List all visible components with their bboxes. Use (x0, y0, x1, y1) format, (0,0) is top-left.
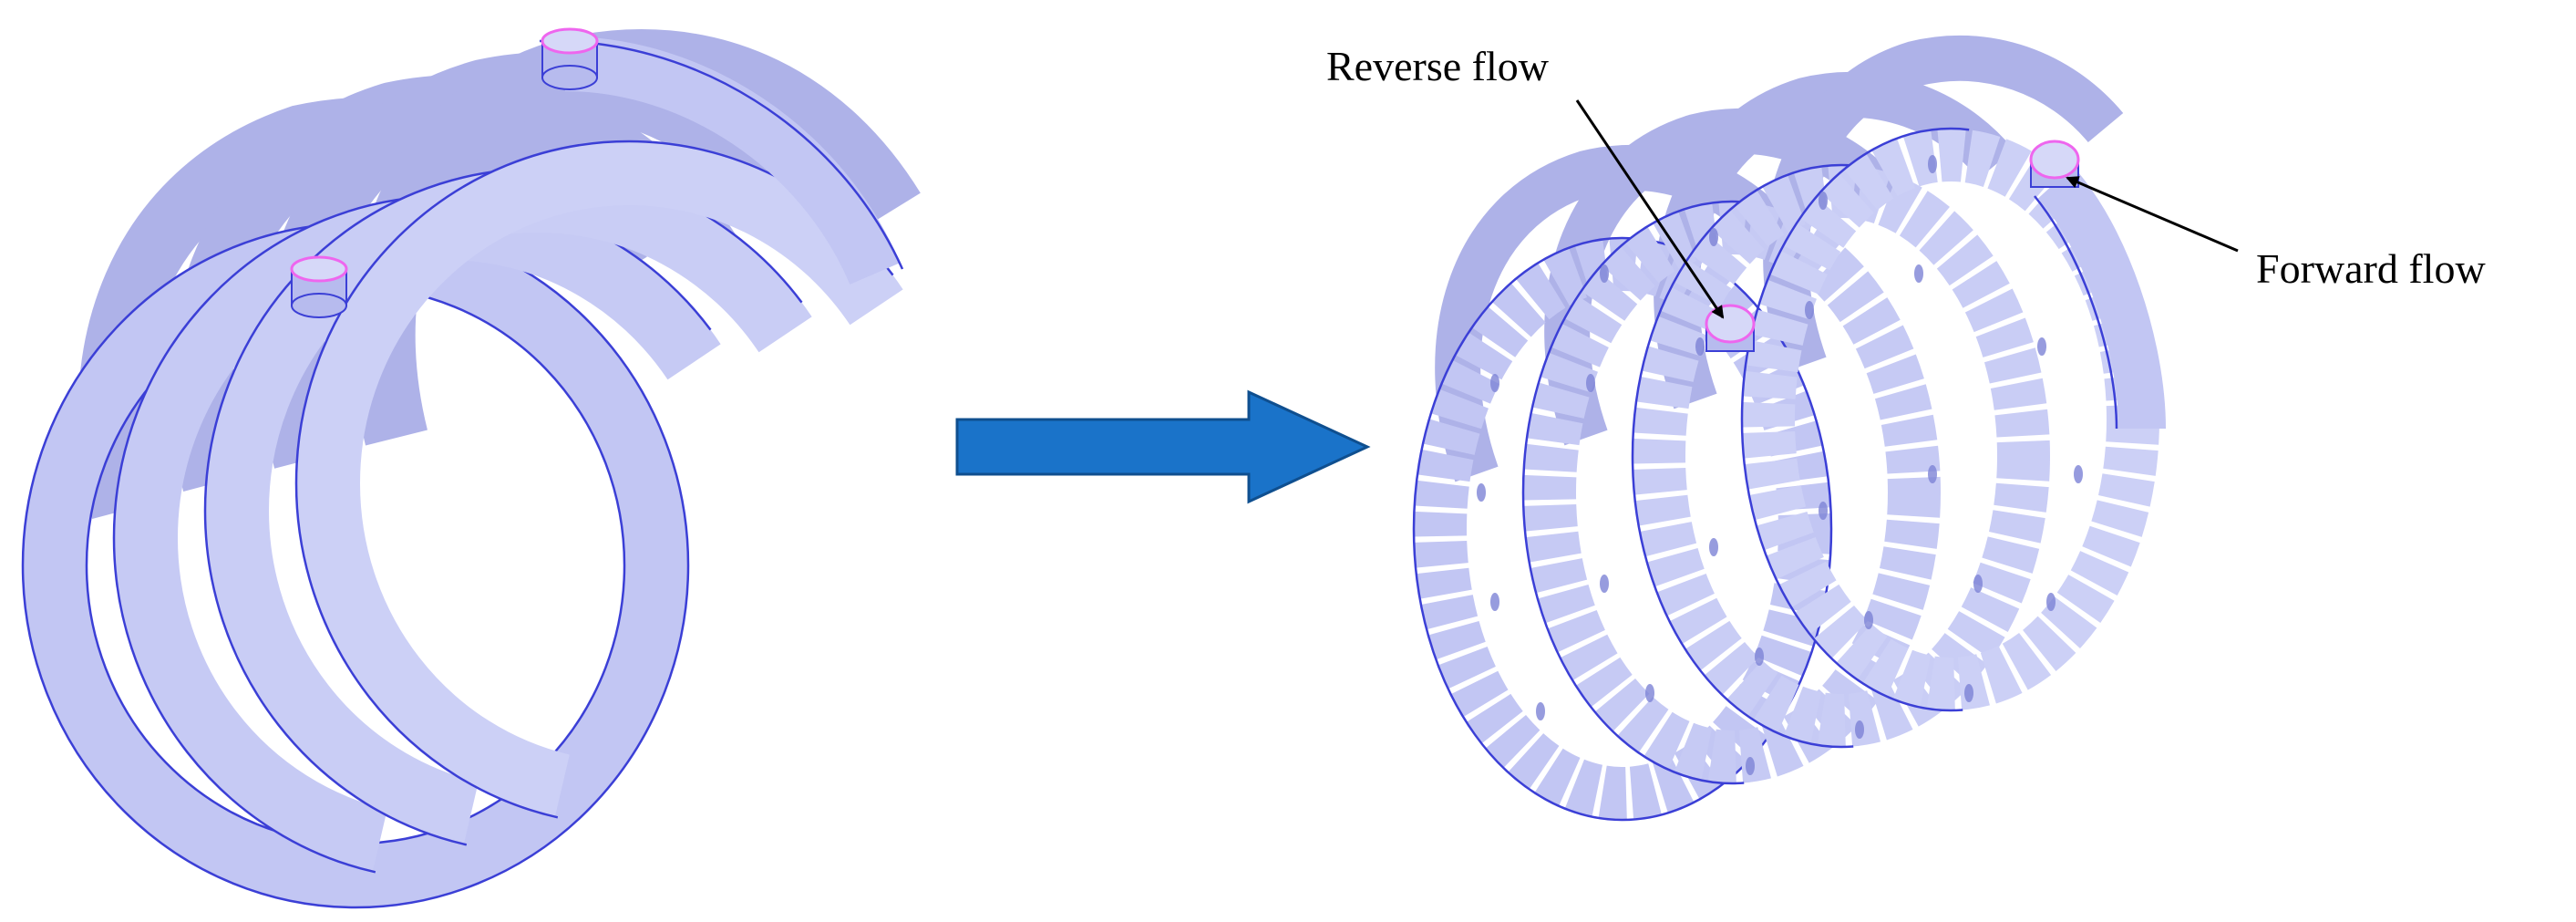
plain-coil-tail (564, 36, 901, 285)
segmented-coil-perforations (1477, 155, 2083, 775)
plain-coil-port-rear (541, 27, 599, 90)
reverse-flow-label: Reverse flow (1326, 43, 1550, 89)
segmented-helical-coil (1412, 35, 2166, 822)
segmented-coil-port-reverse (1705, 304, 1756, 352)
reverse-flow-annotation: Reverse flow (1326, 43, 1725, 319)
plain-coil-front-turns (21, 36, 963, 909)
plain-coil-turn-4 (296, 141, 962, 825)
segmented-coil-turn-1-edge (1412, 236, 1833, 822)
plain-coil-port-front (290, 255, 348, 318)
segmented-coil-forward-tail-edge (2034, 195, 2118, 430)
segmented-coil-forward-tail (2037, 166, 2166, 430)
segmented-coil-turn-3-edge (1631, 163, 2052, 749)
forward-flow-annotation: Forward flow (2066, 176, 2486, 292)
forward-flow-label: Forward flow (2256, 245, 2486, 292)
plain-coil-tail-edge (539, 39, 904, 270)
reverse-flow-leader (1575, 99, 1725, 319)
plain-helical-coil (21, 27, 963, 909)
plain-coil-turn-4-edge (294, 140, 963, 827)
segmented-coil-turn-4-edge (1740, 127, 2161, 712)
segmented-coil-turn-2-edge (1521, 200, 1942, 785)
transformation-arrow (955, 389, 1371, 504)
segmented-coil-front-turns (1412, 127, 2166, 822)
forward-flow-leader (2066, 176, 2239, 253)
segmented-coil-port-forward (2029, 140, 2080, 188)
